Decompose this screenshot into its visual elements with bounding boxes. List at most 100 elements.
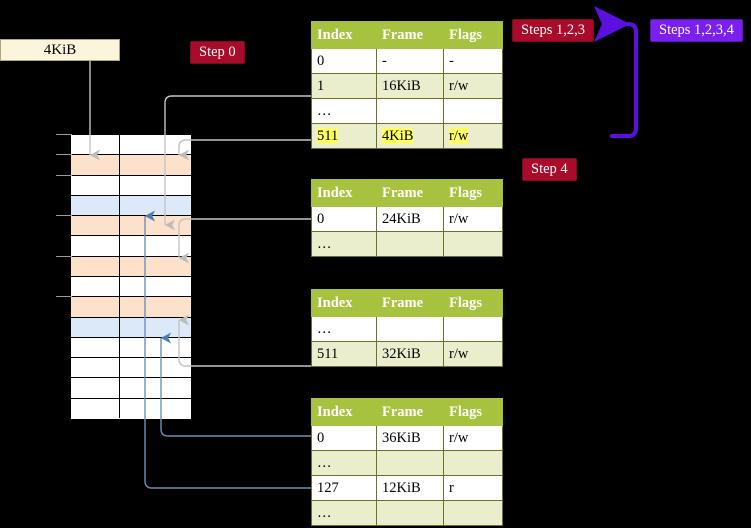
column-header-index: Index: [311, 21, 377, 49]
cell-value: …: [317, 320, 332, 337]
table-row: …: [311, 316, 503, 342]
badge-label: Step 0: [199, 44, 236, 60]
column-header-flags: Flags: [443, 179, 503, 207]
badge-steps-1-2-3-4: Steps 1,2,3,4: [650, 19, 743, 42]
table-row: …: [311, 450, 503, 476]
memory-tick: [56, 134, 72, 135]
memory-frame-row: [71, 256, 191, 277]
table-cell: r: [443, 475, 503, 501]
table-row: 0 --: [311, 48, 503, 74]
column-header-flags: Flags: [443, 21, 503, 49]
cell-value: r/w: [449, 429, 469, 446]
column-header-flags: Flags: [443, 398, 503, 426]
column-header-frame: Frame: [376, 179, 444, 207]
cell-value: 0: [317, 52, 325, 69]
table-cell: r/w: [443, 73, 503, 99]
table-cell: [376, 316, 444, 342]
memory-frame-row: [71, 378, 191, 399]
table-cell: …: [311, 98, 377, 124]
table-cell: 0: [311, 206, 377, 232]
table-row: 0 24KiB r/w: [311, 206, 503, 232]
table-cell: 511: [311, 341, 377, 367]
cell-value: r: [449, 479, 454, 496]
column-header-index: Index: [311, 398, 377, 426]
memory-tick: [56, 296, 72, 298]
table-cell: [443, 500, 503, 526]
column-header-flags: Flags: [443, 289, 503, 317]
cell-value: 127: [317, 479, 339, 496]
table-cell: -: [376, 48, 444, 74]
table-cell: r/w: [443, 425, 503, 451]
table-row: …: [311, 500, 503, 526]
cell-value: 12KiB: [382, 479, 421, 496]
cell-value: …: [317, 235, 332, 252]
badge-label: Step 4: [531, 161, 568, 177]
table-cell: 36KiB: [376, 425, 444, 451]
table-cell: r/w: [443, 123, 503, 149]
table-cell: …: [311, 500, 377, 526]
memory-frame-row: [71, 358, 191, 379]
memory-frame-row: [71, 297, 191, 318]
memory-frame-row: [71, 236, 191, 257]
cell-value: …: [317, 454, 332, 471]
cell-value: 36KiB: [382, 429, 421, 446]
cell-value: 4KiB: [382, 127, 414, 144]
table-row: 511 4KiB r/w: [311, 123, 503, 149]
table-cell: [376, 450, 444, 476]
cell-value: 24KiB: [382, 210, 421, 227]
table-row: 0 36KiB r/w: [311, 425, 503, 451]
cell-value: …: [317, 504, 332, 521]
column-header-frame: Frame: [376, 21, 444, 49]
table-row: …: [311, 98, 503, 124]
table-cell: [443, 98, 503, 124]
memory-frame-row: [71, 155, 191, 176]
cell-value: 32KiB: [382, 345, 421, 362]
table-cell: 12KiB: [376, 475, 444, 501]
frame-size-label: 4KiB: [43, 41, 77, 58]
table-cell: 127: [311, 475, 377, 501]
table-cell: [376, 500, 444, 526]
badge-steps-1-2-3: Steps 1,2,3: [512, 19, 595, 42]
column-header-index: Index: [311, 289, 377, 317]
table-cell: [443, 316, 503, 342]
table-cell: -: [443, 48, 503, 74]
cell-value: r/w: [449, 210, 469, 227]
cell-value: …: [317, 102, 332, 119]
table-cell: …: [311, 450, 377, 476]
table-cell: 24KiB: [376, 206, 444, 232]
cell-value: 1: [317, 77, 325, 94]
table-cell: 0: [311, 425, 377, 451]
memory-frame-row: [71, 195, 191, 217]
column-header-frame: Frame: [376, 289, 444, 317]
memory-tick: [56, 255, 72, 257]
table-cell: [443, 450, 503, 476]
table-row: 127 12KiB r: [311, 475, 503, 501]
column-header-frame: Frame: [376, 398, 444, 426]
table-cell: [376, 231, 444, 257]
memory-column-divider: [119, 134, 120, 418]
memory-tick: [56, 174, 72, 176]
cell-value: r/w: [449, 77, 469, 94]
table-row: …: [311, 231, 503, 257]
badge-step-4: Step 4: [522, 158, 577, 181]
cell-value: r/w: [449, 345, 469, 362]
table-cell: r/w: [443, 341, 503, 367]
physical-memory-column: [70, 134, 191, 419]
table-cell: 511: [311, 123, 377, 149]
memory-frame-row: [71, 398, 191, 419]
memory-tick: [56, 154, 72, 156]
table-cell: 32KiB: [376, 341, 444, 367]
table-cell: 16KiB: [376, 73, 444, 99]
cell-value: 511: [317, 345, 339, 362]
table-cell: 1: [311, 73, 377, 99]
badge-step-0: Step 0: [190, 41, 245, 64]
table-row: 1 16KiB r/w: [311, 73, 503, 99]
cell-value: 0: [317, 210, 325, 227]
